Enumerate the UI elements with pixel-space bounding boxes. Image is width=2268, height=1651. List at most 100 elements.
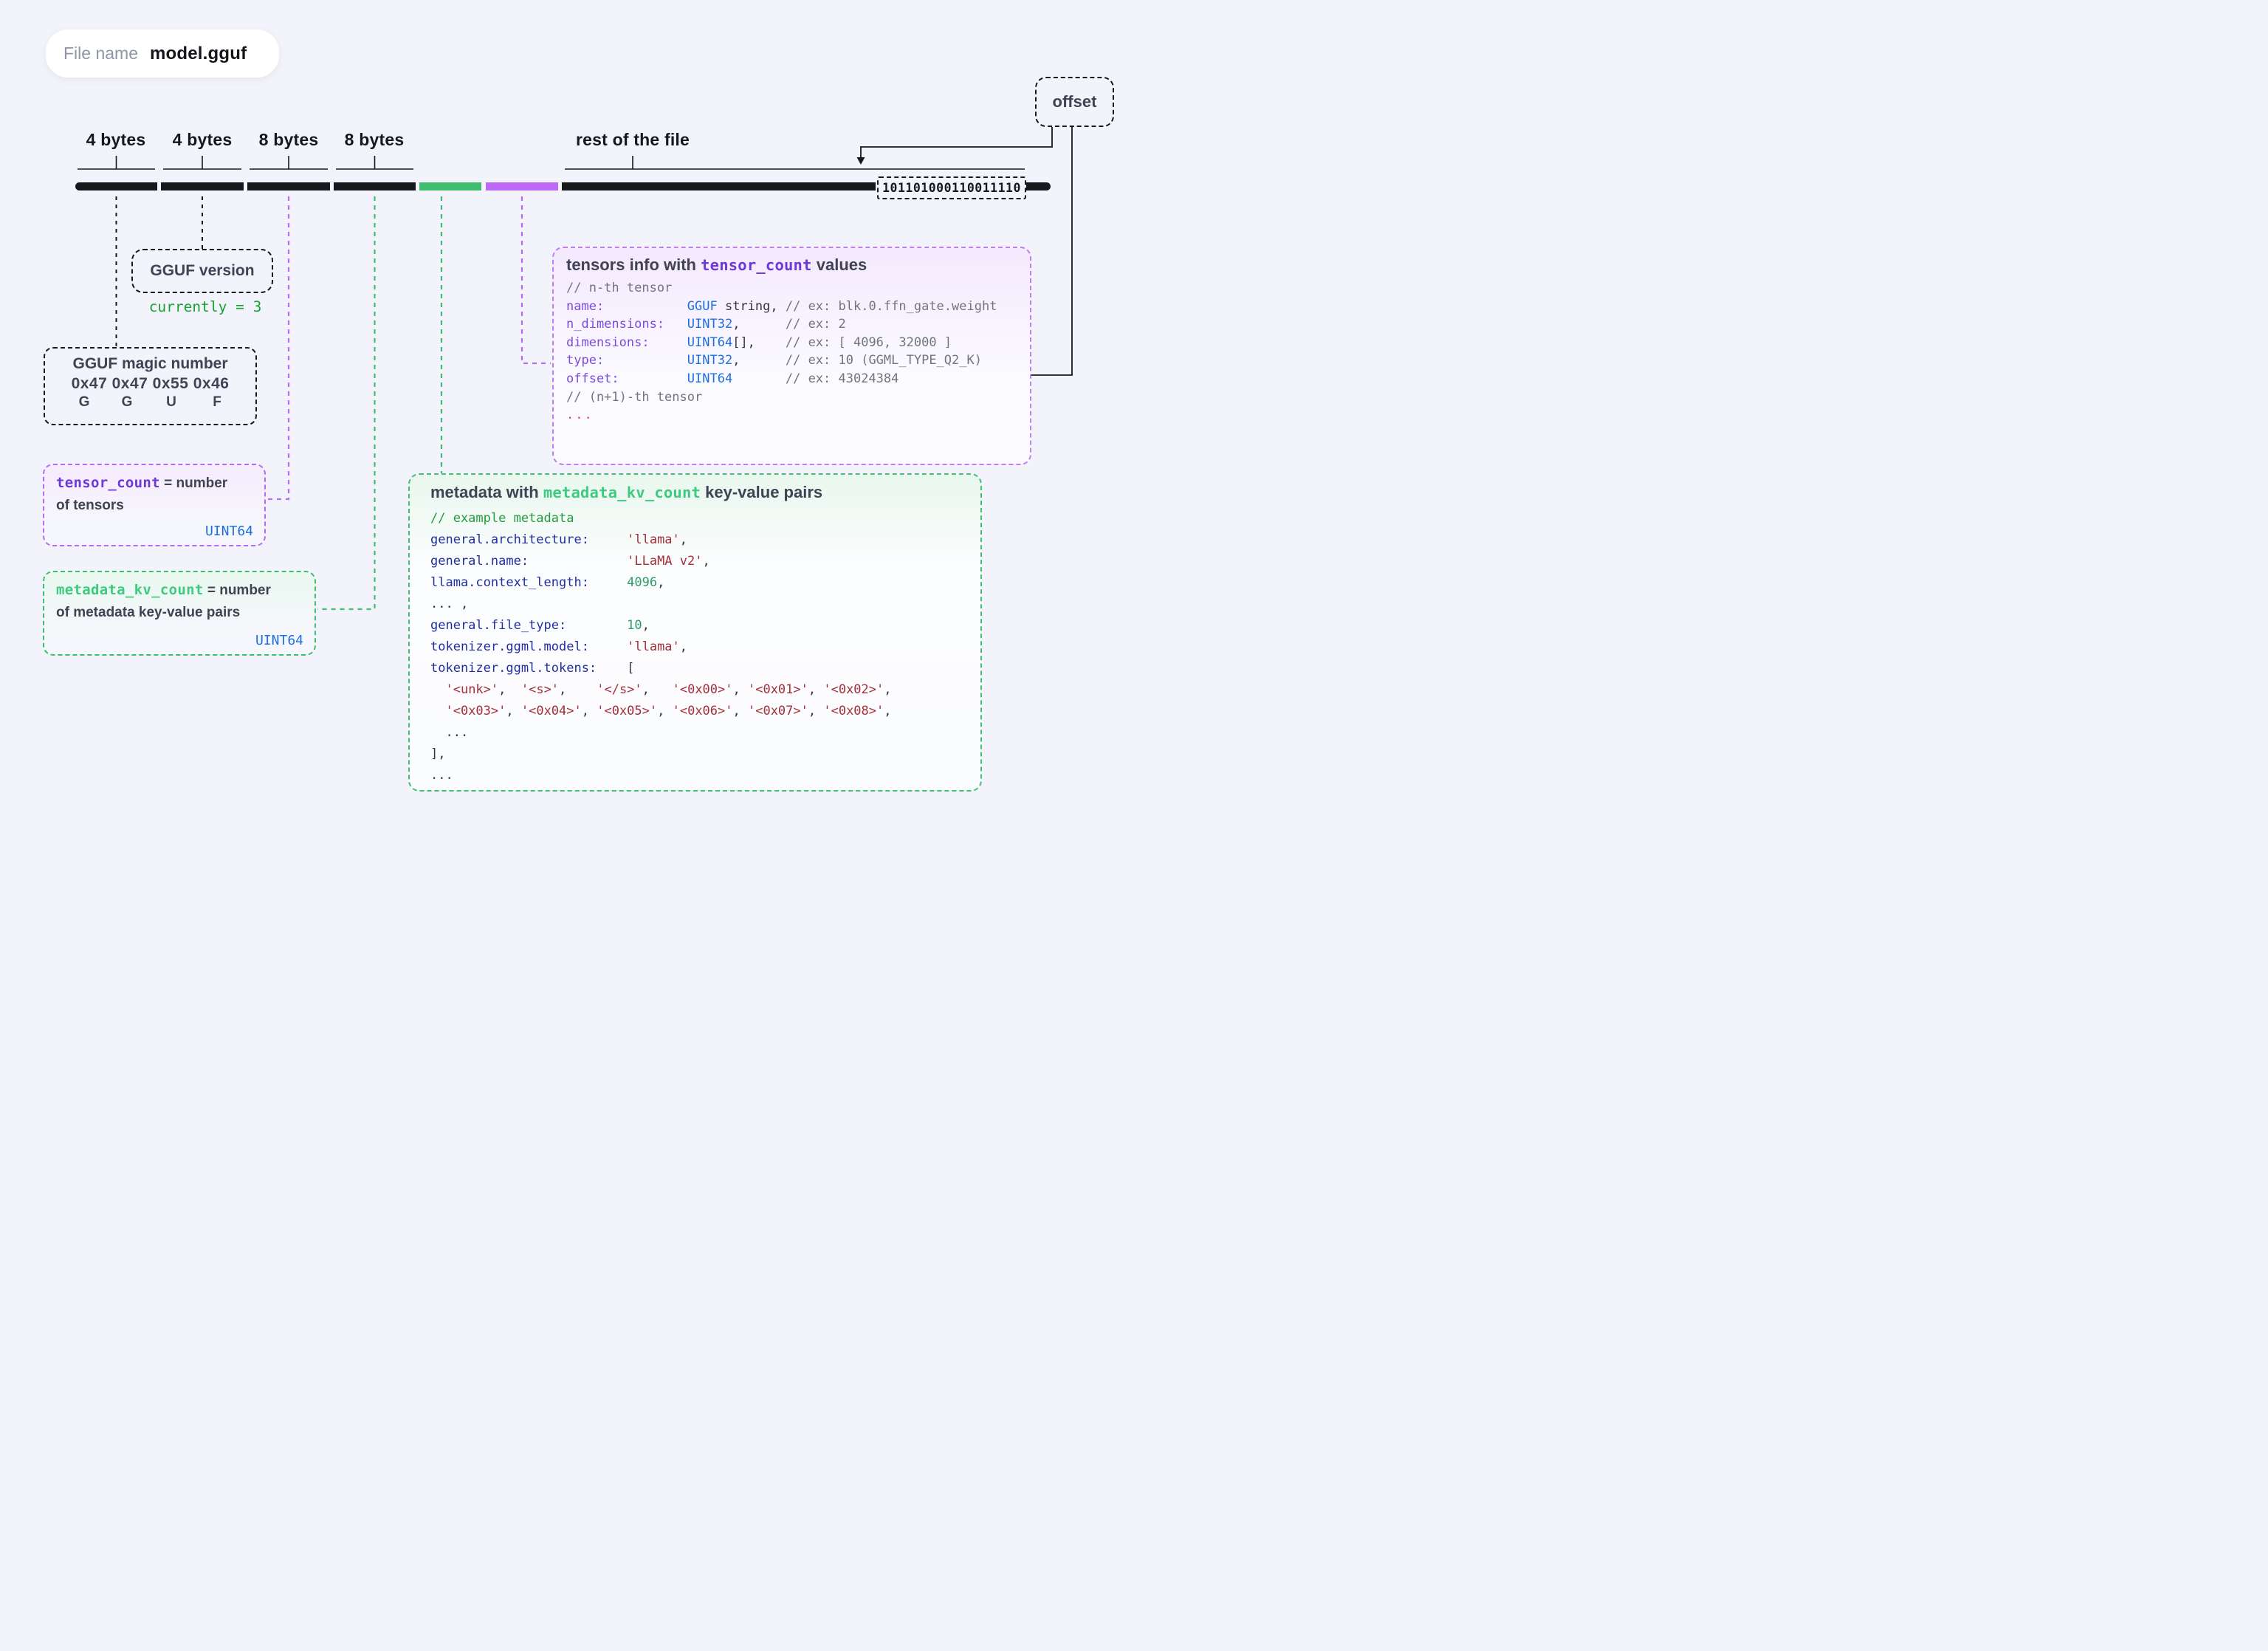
code-segment: ... bbox=[430, 725, 469, 740]
code-segment: , bbox=[884, 704, 892, 718]
code-segment: // ex: [ 4096, 32000 ] bbox=[785, 334, 952, 350]
code-segment: '<0x07>' bbox=[747, 704, 808, 718]
tensor-count-type: UINT64 bbox=[205, 524, 253, 539]
code-segment: , bbox=[679, 639, 688, 654]
tensors-info-title: tensors info with tensor_count values bbox=[566, 255, 1030, 275]
code-segment: , bbox=[581, 704, 597, 718]
metadata-kv-count-box: metadata_kv_count = number of metadata k… bbox=[43, 571, 316, 656]
offset-arrowhead-down bbox=[856, 157, 865, 165]
code-line: n_dimensions: UINT32, // ex: 2 bbox=[566, 315, 1030, 334]
metadata-kv-line2: of metadata key-value pairs bbox=[56, 605, 241, 620]
code-segment: , bbox=[642, 682, 673, 697]
tensors-info-box: tensors info with tensor_count values //… bbox=[552, 247, 1031, 465]
binary-offset-box: 101101000110011110 bbox=[877, 176, 1026, 199]
file-name-pill: File name model.gguf bbox=[46, 30, 279, 78]
code-segment: '<0x08>' bbox=[823, 704, 884, 718]
offset-box: offset bbox=[1035, 77, 1114, 127]
metadata-kv-keyword: metadata_kv_count bbox=[56, 582, 204, 598]
code-segment: , bbox=[808, 682, 824, 697]
code-segment: '<0x06>' bbox=[672, 704, 733, 718]
metadata-kv-type: UINT64 bbox=[255, 633, 303, 648]
code-segment: key-value pairs bbox=[701, 483, 823, 501]
code-segment: general.file_type: bbox=[430, 618, 567, 633]
magic-letter-u: U bbox=[166, 394, 176, 410]
code-segment: , bbox=[657, 575, 665, 590]
code-segment: ... bbox=[566, 408, 594, 423]
code-segment: '<0x00>' bbox=[672, 682, 733, 697]
magic-title: GGUF magic number bbox=[72, 355, 228, 372]
code-line: // (n+1)-th tensor bbox=[566, 388, 1030, 407]
tensor-count-keyword: tensor_count bbox=[56, 475, 160, 491]
offset-label: offset bbox=[1052, 92, 1097, 111]
file-name-label: File name bbox=[63, 44, 138, 63]
connector-tensors-info bbox=[520, 196, 551, 365]
magic-letters: G G U F bbox=[45, 394, 255, 413]
code-line: ... bbox=[430, 722, 980, 744]
code-segment: tensor_count bbox=[701, 256, 812, 274]
code-segment bbox=[589, 639, 627, 654]
code-segment: tokenizer.ggml.tokens: bbox=[430, 661, 597, 676]
code-segment: name: bbox=[566, 298, 605, 314]
code-segment: dimensions: bbox=[566, 334, 650, 350]
code-segment: '<s>' bbox=[520, 682, 560, 697]
code-segment: , bbox=[657, 704, 673, 718]
code-segment: offset: bbox=[566, 371, 619, 386]
code-segment bbox=[430, 682, 445, 697]
code-segment bbox=[604, 299, 687, 314]
tensor-count-line2: of tensors bbox=[56, 498, 124, 513]
bracket-4bytes-2 bbox=[163, 156, 241, 170]
code-line: llama.context_length: 4096, bbox=[430, 572, 980, 594]
code-segment bbox=[589, 532, 627, 547]
label-4-bytes-1: 4 bytes bbox=[86, 130, 146, 149]
code-segment: metadata_kv_count bbox=[543, 484, 701, 501]
binary-string: 101101000110011110 bbox=[882, 181, 1021, 195]
file-name-value: model.gguf bbox=[149, 43, 247, 64]
code-segment: , bbox=[732, 317, 786, 332]
connector-metadata-kv-count bbox=[317, 196, 376, 611]
gguf-magic-number-box: GGUF magic number 0x47 0x47 0x55 0x46 G … bbox=[44, 347, 257, 425]
code-segment bbox=[732, 371, 786, 386]
code-segment: string, bbox=[717, 298, 786, 314]
code-line: name: GGUF string, // ex: blk.0.ffn_gate… bbox=[566, 298, 1030, 316]
code-segment: '<0x03>' bbox=[445, 704, 506, 718]
bar-segment-tensor-count bbox=[247, 182, 330, 190]
code-segment: '<0x05>' bbox=[597, 704, 658, 718]
metadata-kv-rest: = number bbox=[203, 583, 271, 598]
code-segment: ], bbox=[430, 746, 446, 761]
code-segment: 'llama' bbox=[627, 639, 680, 654]
code-segment: , bbox=[506, 704, 521, 718]
metadata-title: metadata with metadata_kv_count key-valu… bbox=[430, 483, 980, 502]
code-segment: 'LLaMA v2' bbox=[627, 554, 703, 569]
tensor-count-box: tensor_count = number of tensors UINT64 bbox=[43, 464, 266, 546]
label-8-bytes-1: 8 bytes bbox=[258, 130, 319, 149]
code-segment: 10 bbox=[627, 618, 642, 633]
code-segment: '<0x01>' bbox=[747, 682, 808, 697]
code-segment: values bbox=[811, 255, 867, 274]
tensors-info-code: // n-th tensor name: GGUF string, // ex: … bbox=[566, 279, 1030, 425]
code-segment: , bbox=[808, 704, 824, 718]
magic-letter-g2: G bbox=[121, 394, 133, 410]
bracket-8bytes-1 bbox=[250, 156, 328, 170]
gguf-version-box: GGUF version bbox=[131, 249, 273, 293]
code-segment: , bbox=[498, 682, 521, 697]
code-segment: , bbox=[642, 618, 650, 633]
code-segment bbox=[664, 317, 687, 332]
code-line: ], bbox=[430, 744, 980, 765]
magic-letter-g1: G bbox=[78, 394, 90, 410]
version-current-note: currently = 3 bbox=[148, 298, 262, 315]
code-segment bbox=[619, 371, 687, 386]
code-segment: // ex: blk.0.ffn_gate.weight bbox=[785, 298, 997, 314]
code-segment: // n-th tensor bbox=[566, 281, 673, 295]
label-rest-of-file: rest of the file bbox=[575, 130, 690, 149]
label-4-bytes-2: 4 bytes bbox=[172, 130, 233, 149]
code-segment: '<0x02>' bbox=[823, 682, 884, 697]
code-line: ... bbox=[430, 765, 980, 786]
code-segment: type: bbox=[566, 353, 605, 368]
code-segment: ... , bbox=[430, 597, 469, 611]
gguf-format-diagram: File name model.gguf offset 4 bytes 4 by… bbox=[0, 0, 1134, 826]
code-segment: , bbox=[732, 353, 786, 368]
code-line: offset: UINT64 // ex: 43024384 bbox=[566, 370, 1030, 388]
code-segment: UINT64 bbox=[687, 334, 733, 350]
code-line: '<0x03>', '<0x04>', '<0x05>', '<0x06>', … bbox=[430, 701, 980, 722]
tensor-count-rest: = number bbox=[159, 476, 228, 491]
